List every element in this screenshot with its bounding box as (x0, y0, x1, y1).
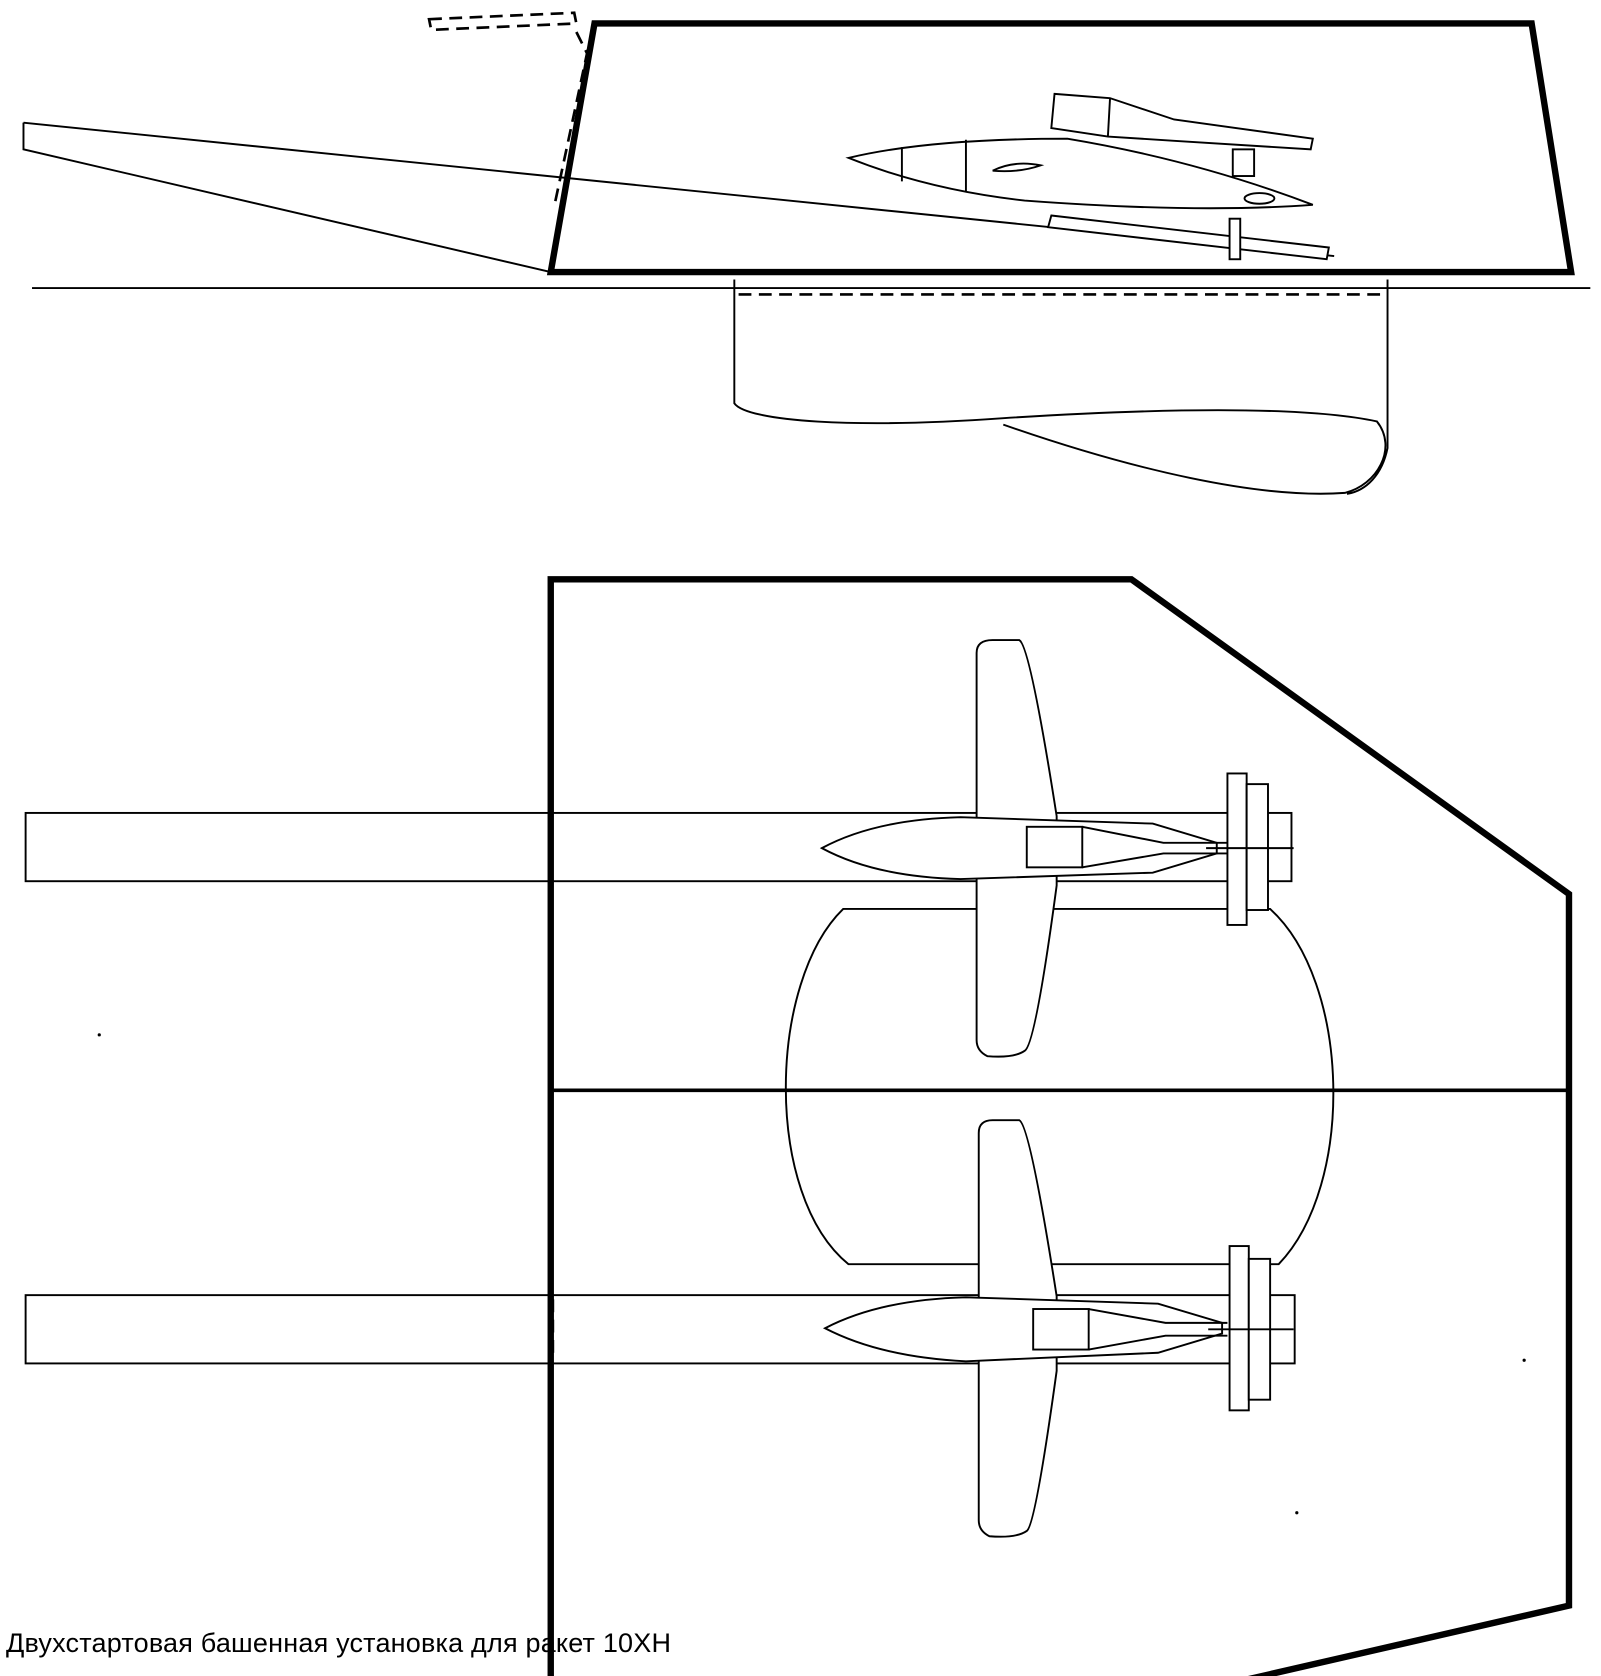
booster-upper (1050, 92, 1314, 151)
booster-mount (1231, 148, 1256, 177)
booster-nozzle (1088, 1308, 1228, 1351)
missile-upper-plan (819, 639, 1294, 1058)
missile-lower-plan (822, 1119, 1294, 1538)
tail-plate (1245, 783, 1269, 911)
speck (1295, 1511, 1299, 1515)
missile-side (845, 137, 1314, 210)
missile-intake (1243, 192, 1276, 205)
booster (1032, 1308, 1090, 1351)
side-view (22, 11, 1591, 495)
turntable-arc (784, 907, 1335, 1266)
fuselage (819, 816, 1218, 881)
speck (1522, 1358, 1526, 1362)
tail-plate (1228, 1245, 1250, 1412)
booster-nozzle (1082, 825, 1228, 869)
hatch-cover-dashed (427, 11, 589, 203)
missile-canopy (992, 162, 1045, 173)
hull-section (733, 279, 1389, 495)
fuselage (822, 1296, 1224, 1363)
figure-caption: Двухстартовая башенная установка для рак… (6, 1628, 672, 1658)
tail-plate (1226, 772, 1248, 926)
booster-lower-mount (1228, 217, 1242, 261)
speck (97, 1033, 101, 1037)
booster (1025, 825, 1084, 869)
booster-lower (1046, 214, 1330, 261)
turret-plan-outline (547, 576, 1573, 1676)
turret-side-outline (546, 20, 1575, 276)
plan-view (24, 576, 1573, 1676)
